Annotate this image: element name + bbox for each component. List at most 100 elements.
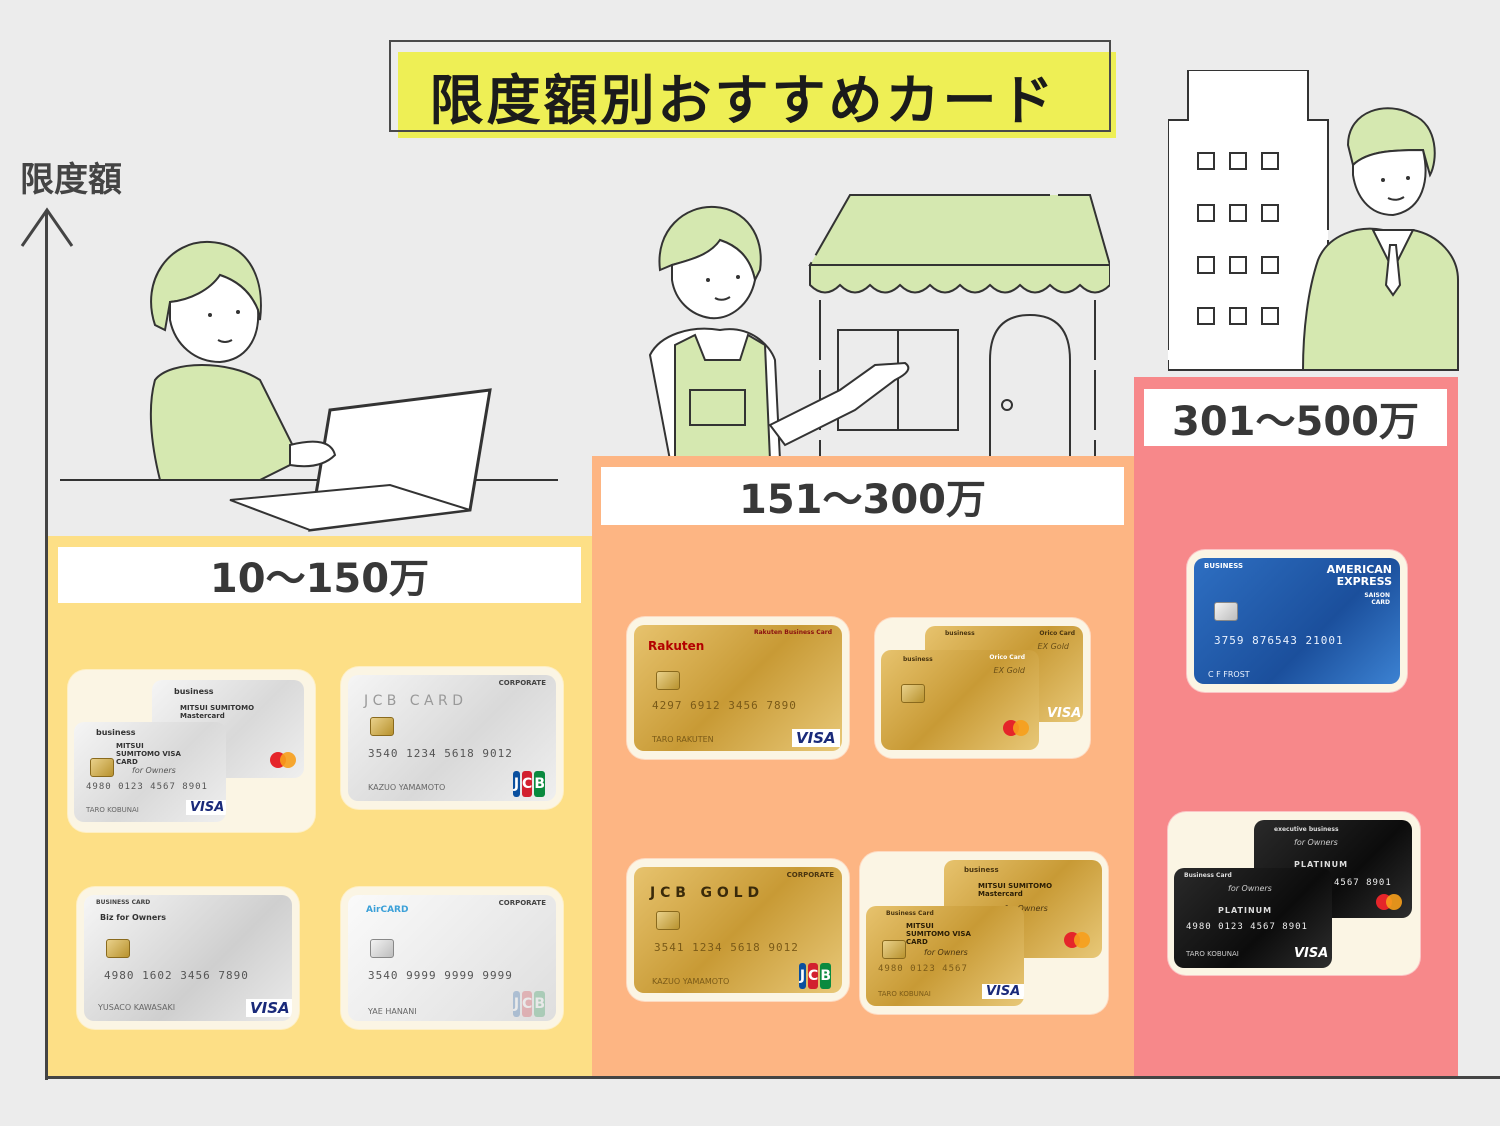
- card-front: Business Card MITSUI SUMITOMO VISA CARD …: [866, 906, 1024, 1006]
- card-rakuten-business[interactable]: Rakuten Business Card Rakuten 4297 6912 …: [627, 617, 849, 759]
- card-issuer-text: SAISON CARD: [1364, 592, 1390, 606]
- visa-logo-icon: VISA: [1047, 706, 1082, 721]
- card-brand-text: BUSINESS: [1204, 562, 1244, 570]
- chip-icon: [656, 911, 680, 930]
- chip-icon: [882, 940, 906, 959]
- card-brand-text: Business Card: [886, 910, 934, 917]
- card-issuer-text: Orico Card: [989, 654, 1025, 661]
- visa-logo-icon: VISA: [186, 800, 226, 815]
- x-axis-line: [45, 1076, 1500, 1079]
- chip-icon: [656, 671, 680, 690]
- chip-icon: [90, 758, 114, 777]
- mastercard-logo-icon: [270, 752, 296, 768]
- card-brand-text: business: [96, 728, 136, 737]
- card-biz-for-owners[interactable]: BUSINESS CARD Biz for Owners 4980 1602 3…: [77, 887, 299, 1029]
- card-brand-text: business: [174, 687, 214, 696]
- card-issuer-text: for Owners: [1294, 838, 1338, 847]
- card-smbc-platinum-for-owners[interactable]: executive business for Owners PLATINUM 4…: [1168, 812, 1420, 975]
- card-issuer-text: Orico Card: [1039, 630, 1075, 637]
- card-brand-text: BUSINESS CARD: [96, 899, 151, 906]
- chip-icon: [901, 684, 925, 703]
- card-number: 4297 6912 3456 7890: [652, 699, 797, 712]
- card-front: business MITSUI SUMITOMO VISA CARD for O…: [74, 722, 226, 822]
- card-brand-text: business: [945, 630, 975, 637]
- card-title: AMERICAN EXPRESS: [1326, 563, 1392, 588]
- card-holder: KAZUO YAMAMOTO: [368, 783, 446, 792]
- card-issuer-text: MITSUI SUMITOMO VISA CARD: [116, 742, 181, 766]
- card-saison-amex-business[interactable]: BUSINESS AMERICAN EXPRESS SAISON CARD 37…: [1187, 550, 1407, 692]
- visa-logo-icon: VISA: [246, 999, 292, 1017]
- card-number: 3759 876543 21001: [1214, 634, 1344, 647]
- card-issuer-text: MITSUI SUMITOMO Mastercard: [978, 882, 1053, 898]
- card-brand-text: Rakuten Business Card: [754, 629, 832, 636]
- card-brand-text: CORPORATE: [498, 899, 546, 907]
- card-aircard[interactable]: CORPORATE AirCARD 3540 9999 9999 9999 YA…: [341, 887, 563, 1029]
- chip-icon: [370, 939, 394, 958]
- visa-logo-icon: VISA: [792, 729, 840, 747]
- mastercard-logo-icon: [1003, 720, 1029, 736]
- card-number: 4980 0123 4567 8901: [86, 782, 208, 792]
- card-front: CORPORATE J C B C A R D 3540 1234 5618 9…: [348, 675, 556, 801]
- card-sub-text: EX Gold: [993, 666, 1025, 675]
- card-brand-text: executive business: [1274, 826, 1339, 833]
- card-title: Rakuten: [648, 639, 705, 653]
- mastercard-logo-icon: [1376, 894, 1402, 910]
- card-title: J C B C A R D: [364, 693, 463, 709]
- card-holder: KAZUO YAMAMOTO: [652, 977, 730, 986]
- card-brand-text: CORPORATE: [786, 871, 834, 879]
- visa-logo-icon: VISA: [982, 984, 1024, 999]
- card-front: Rakuten Business Card Rakuten 4297 6912 …: [634, 625, 842, 751]
- card-sub-text: for Owners: [924, 948, 968, 957]
- tier-label-3: 301〜500万: [1144, 389, 1447, 446]
- y-axis-label: 限度額: [20, 160, 122, 200]
- card-sub-text: for Owners: [1004, 904, 1048, 913]
- card-title: J C B G O L D: [650, 885, 760, 901]
- mastercard-logo-icon: [1064, 932, 1090, 948]
- page-title: 限度額別おすすめカード: [429, 68, 1057, 132]
- card-orico-ex-gold[interactable]: business Orico Card EX Gold business Ori…: [875, 618, 1090, 758]
- card-jcb-corporate[interactable]: CORPORATE J C B C A R D 3540 1234 5618 9…: [341, 667, 563, 809]
- card-holder: TARO KOBUNAI: [1186, 950, 1239, 958]
- card-brand-text: business: [964, 866, 999, 874]
- card-sub-text: PLATINUM: [1218, 906, 1273, 915]
- card-front: Business Card for Owners PLATINUM 4980 0…: [1174, 868, 1332, 968]
- card-number: 4980 0123 4567: [878, 964, 968, 974]
- card-smbc-visa-business[interactable]: business MITSUI SUMITOMO Mastercard busi…: [68, 670, 315, 832]
- title-frame: [389, 40, 1111, 132]
- y-axis-line: [45, 210, 48, 1080]
- card-brand-text: business: [903, 656, 933, 663]
- card-sub-text: for Owners: [132, 766, 176, 775]
- card-title: AirCARD: [366, 905, 409, 915]
- title-highlight: [398, 52, 1116, 138]
- card-holder: TARO KOBUNAI: [878, 990, 931, 998]
- card-holder: YUSACO KAWASAKI: [98, 1003, 176, 1012]
- card-issuer-text: MITSUI SUMITOMO VISA CARD: [906, 922, 971, 946]
- card-sub-text: PLATINUM: [1294, 860, 1349, 869]
- building-businessman-illustration: [1168, 70, 1459, 371]
- card-brand-text: CORPORATE: [498, 679, 546, 687]
- card-front: BUSINESS CARD Biz for Owners 4980 1602 3…: [84, 895, 292, 1021]
- card-front: CORPORATE AirCARD 3540 9999 9999 9999 YA…: [348, 895, 556, 1021]
- card-number: 3540 9999 9999 9999: [368, 969, 513, 982]
- card-holder: TARO RAKUTEN: [652, 735, 714, 744]
- card-jcb-gold-corporate[interactable]: CORPORATE J C B G O L D 3541 1234 5618 9…: [627, 859, 849, 1001]
- chip-icon: [370, 717, 394, 736]
- card-smbc-gold-for-owners[interactable]: business MITSUI SUMITOMO Mastercard for …: [860, 852, 1108, 1014]
- card-number: 4980 0123 4567 8901: [1186, 922, 1308, 932]
- chip-icon: [106, 939, 130, 958]
- card-holder: YAE HANANI: [368, 1007, 417, 1016]
- card-sub-text: EX Gold: [1037, 642, 1069, 651]
- card-number: 4980 1602 3456 7890: [104, 969, 249, 982]
- chip-icon: [1214, 602, 1238, 621]
- card-brand-text: Business Card: [1184, 872, 1232, 879]
- visa-logo-icon: VISA: [1294, 946, 1329, 961]
- card-number: 4567 8901: [1334, 878, 1392, 888]
- card-title: Biz for Owners: [100, 913, 167, 922]
- card-number: 3540 1234 5618 9012: [368, 747, 513, 760]
- card-holder: C F FROST: [1208, 670, 1250, 679]
- card-number: 3541 1234 5618 9012: [654, 941, 799, 954]
- tier-label-2: 151〜300万: [601, 467, 1124, 525]
- card-front: BUSINESS AMERICAN EXPRESS SAISON CARD 37…: [1194, 558, 1400, 684]
